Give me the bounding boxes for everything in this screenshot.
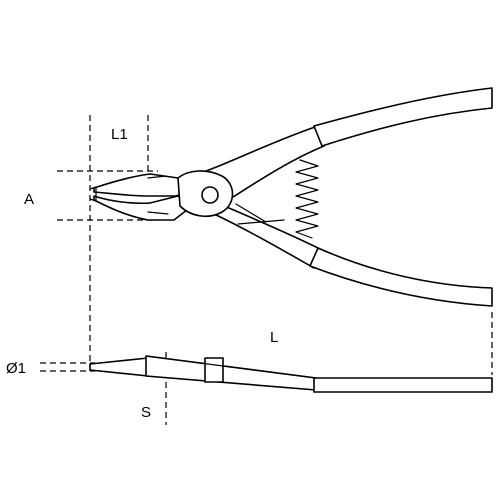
label-s: S bbox=[141, 404, 151, 421]
lower-handle-metal bbox=[211, 204, 319, 269]
lower-jaw bbox=[93, 195, 193, 221]
side-nose bbox=[89, 357, 149, 377]
side-pivot bbox=[204, 357, 224, 383]
label-a: A bbox=[24, 191, 34, 208]
pivot-rivet bbox=[201, 186, 219, 204]
upper-jaw bbox=[93, 173, 193, 197]
jaw-detail-lines bbox=[147, 175, 285, 225]
jaw-tips bbox=[89, 186, 97, 202]
spring bbox=[295, 159, 319, 239]
upper-handle-grip bbox=[313, 87, 493, 147]
label-l1: L1 bbox=[111, 126, 128, 143]
pliers-side-view bbox=[89, 355, 493, 393]
label-o1: Ø1 bbox=[6, 360, 26, 377]
pliers-top-view bbox=[89, 87, 493, 307]
side-body-edge bbox=[145, 355, 317, 379]
lower-handle-grip bbox=[309, 247, 493, 307]
side-handle bbox=[313, 377, 493, 393]
side-body bbox=[145, 355, 317, 391]
label-l: L bbox=[270, 329, 278, 346]
